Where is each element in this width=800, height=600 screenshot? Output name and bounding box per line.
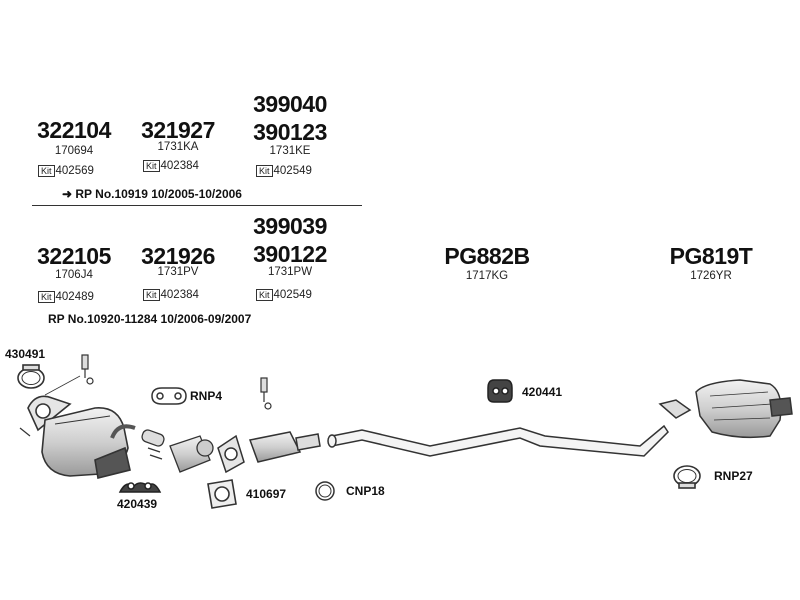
kit-402569: Kit 402569 — [38, 165, 94, 177]
part-number-321927: 321927 — [141, 117, 215, 143]
rear-silencer — [658, 379, 793, 439]
kit-number: 402384 — [160, 160, 199, 172]
part-number-322104: 322104 — [37, 117, 111, 143]
part-number-PG882B: PG882B — [444, 243, 530, 269]
ref-1731KA: 1731KA — [157, 141, 199, 153]
clamp-icon — [315, 481, 335, 501]
hanger-icon — [118, 482, 162, 493]
center-pipe — [327, 424, 669, 457]
sensor-icon — [44, 354, 94, 396]
kit-icon: Kit — [256, 289, 273, 301]
kit-number: 402384 — [160, 289, 199, 301]
label-CNP18: CNP18 — [346, 484, 385, 498]
clamp-icon — [17, 364, 45, 389]
kit-icon: Kit — [256, 165, 273, 177]
part-number-322105: 322105 — [37, 243, 111, 269]
kit-number: 402489 — [55, 291, 94, 303]
kit-402549: Kit 402549 — [256, 289, 312, 301]
section-divider — [32, 205, 362, 206]
part-number-321926: 321926 — [141, 243, 215, 269]
sensor-icon — [260, 377, 272, 410]
ref-170694: 170694 — [54, 145, 94, 157]
kit-number: 402549 — [273, 289, 312, 301]
kit-402489: Kit 402489 — [38, 291, 94, 303]
rubber-mount-icon — [487, 379, 513, 403]
part-number-390123: 390123 — [253, 119, 327, 145]
kit-icon: Kit — [143, 160, 160, 172]
gasket-icon — [207, 479, 237, 509]
label-RNP27: RNP27 — [714, 469, 753, 483]
ref-1731PV: 1731PV — [157, 266, 199, 278]
kit-icon: Kit — [143, 289, 160, 301]
ref-1726YR: 1726YR — [690, 270, 732, 282]
part-number-399039: 399039 — [253, 213, 327, 239]
kit-icon: Kit — [38, 165, 55, 177]
part-number-PG819T: PG819T — [669, 243, 753, 269]
kit-number: 402569 — [55, 165, 94, 177]
kit-402384: Kit 402384 — [143, 160, 199, 172]
label-420441: 420441 — [522, 385, 563, 399]
ref-1706J4: 1706J4 — [55, 269, 93, 281]
label-410697: 410697 — [246, 487, 287, 501]
ref-1717KG: 1717KG — [465, 270, 509, 282]
kit-402384: Kit 402384 — [143, 289, 199, 301]
part-number-399040: 399040 — [253, 91, 327, 117]
rp-range-b: RP No.10920-11284 10/2006-09/2007 — [48, 312, 252, 326]
kit-402549: Kit 402549 — [256, 165, 312, 177]
particulate-filter — [217, 431, 321, 474]
catalytic-converter — [19, 395, 136, 479]
label-420439: 420439 — [117, 497, 158, 511]
kit-icon: Kit — [38, 291, 55, 303]
rp-range-a: ➜ RP No.10919 10/2005-10/2006 — [62, 187, 242, 201]
part-number-390122: 390122 — [253, 241, 327, 267]
clamp-icon — [673, 465, 701, 489]
label-430491: 430491 — [5, 347, 46, 361]
ref-1731KE: 1731KE — [269, 145, 311, 157]
label-RNP4: RNP4 — [190, 389, 223, 403]
ref-1731PW: 1731PW — [267, 266, 313, 278]
kit-number: 402549 — [273, 165, 312, 177]
clamp-icon — [151, 387, 187, 405]
flex-joint — [141, 429, 214, 473]
